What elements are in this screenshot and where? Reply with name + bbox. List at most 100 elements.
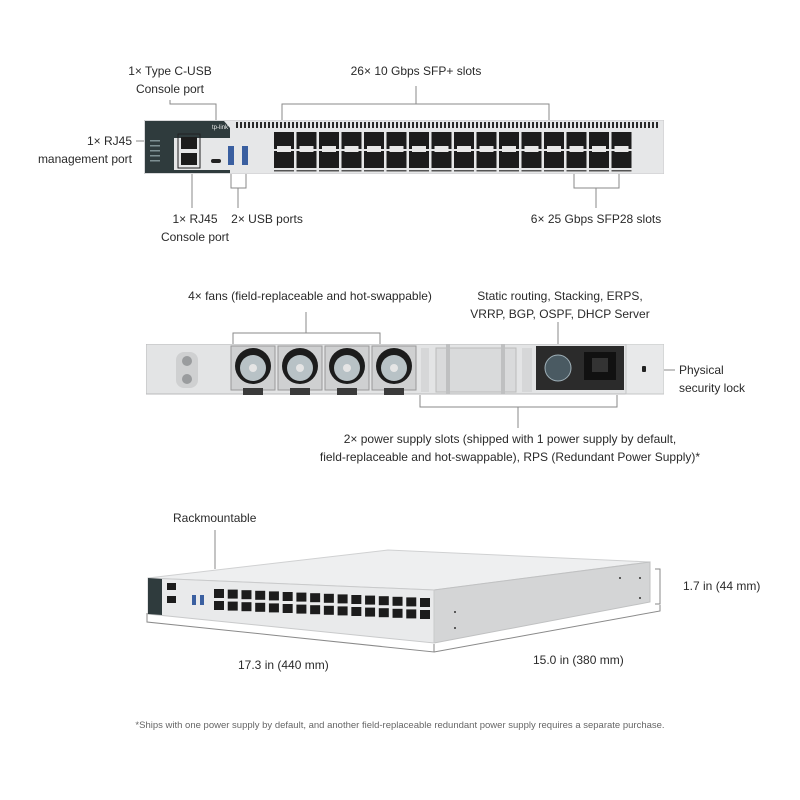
- sfp-port: [296, 592, 307, 602]
- vent-slot: [456, 122, 458, 128]
- fan-handle: [337, 388, 357, 395]
- label-line: 2× power supply slots (shipped with 1 po…: [343, 432, 677, 446]
- sfp-port: [589, 151, 609, 168]
- label-type-c-console: 1× Type C-USB Console port: [110, 62, 230, 98]
- vent-slot: [520, 122, 522, 128]
- fan-hub: [249, 364, 257, 372]
- label-line: Physical: [679, 363, 724, 377]
- label-rackmountable: Rackmountable: [173, 511, 257, 525]
- sfp-port: [227, 589, 238, 599]
- fan-handle: [290, 388, 310, 395]
- sfp-port: [337, 594, 348, 604]
- label-line: 1× Type C-USB: [128, 64, 212, 78]
- sfp-port: [214, 589, 224, 598]
- fan-handle: [243, 388, 263, 395]
- sfp-port: [241, 602, 252, 612]
- label-line: management port: [37, 152, 132, 166]
- vent-slot: [576, 122, 578, 128]
- front-panel: tp-link: [144, 120, 664, 174]
- label-security-lock: Physical security lock: [679, 361, 789, 397]
- sfp-latch: [457, 146, 471, 152]
- vent-slot: [276, 122, 278, 128]
- vent-slot: [612, 122, 614, 128]
- sfp-port: [499, 151, 519, 168]
- sfp-port: [431, 151, 452, 168]
- sfp-led-strip: [431, 170, 452, 172]
- rj45-console-port: [181, 153, 197, 165]
- vent-slot: [484, 122, 486, 128]
- label-rj45-console: 1× RJ45 Console port: [150, 210, 240, 246]
- sfp-port: [282, 592, 293, 601]
- vent-slot: [624, 122, 626, 128]
- vent-slot: [336, 122, 338, 128]
- security-lock-slot: [642, 366, 646, 372]
- sfp-port: [255, 602, 266, 612]
- sfp-port: [566, 132, 587, 149]
- type-c-port: [211, 159, 221, 163]
- sfp-port: [319, 151, 339, 168]
- sfp-led-strip: [566, 170, 587, 172]
- rear-panel: [146, 344, 664, 395]
- sfp-led-strip: [341, 170, 362, 172]
- label-line: field-replaceable and hot-swappable), RP…: [319, 450, 701, 464]
- sfp-port: [454, 151, 474, 168]
- label-line: VRRP, BGP, OSPF, DHCP Server: [470, 307, 650, 321]
- fan-hub: [343, 364, 351, 372]
- vent-slot: [488, 122, 490, 128]
- label-line: Static routing, Stacking, ERPS,: [477, 289, 643, 303]
- sfp-led-strip: [521, 170, 542, 172]
- vent-slot: [264, 122, 266, 128]
- vent-slot: [564, 122, 566, 128]
- fan-hub: [296, 364, 304, 372]
- sfp-port: [544, 151, 564, 168]
- vent-slot: [312, 122, 314, 128]
- vent-slot: [332, 122, 334, 128]
- sfp-port: [392, 596, 403, 606]
- sfp-port: [392, 608, 403, 618]
- vent-slot: [588, 122, 590, 128]
- vent-slot: [656, 122, 658, 128]
- sfp-latch: [299, 146, 314, 152]
- sfp-latch: [367, 146, 381, 152]
- usb-port-2: [242, 146, 248, 165]
- vent-slot: [396, 122, 398, 128]
- status-leds: [150, 140, 160, 162]
- vent-slot: [360, 122, 362, 128]
- sfp-led-strip: [499, 170, 519, 172]
- sfp-latch: [547, 146, 561, 152]
- label-fans: 4× fans (field-replaceable and hot-swapp…: [188, 289, 432, 303]
- vent-slot: [316, 122, 318, 128]
- vent-slot: [524, 122, 526, 128]
- sfp-port: [341, 132, 362, 149]
- sfp-port: [476, 151, 497, 168]
- vent-slot: [536, 122, 538, 128]
- label-width: 17.3 in (440 mm): [238, 658, 329, 672]
- vent-slot: [372, 122, 374, 128]
- sfp-latch: [479, 146, 494, 152]
- vent-slot: [388, 122, 390, 128]
- sfp-port: [323, 605, 334, 615]
- vent-slot: [472, 122, 474, 128]
- sfp-led-strip: [296, 170, 317, 172]
- vent-slot: [352, 122, 354, 128]
- vent-slot: [240, 122, 242, 128]
- vent-slot: [376, 122, 378, 128]
- sfp-port: [351, 607, 362, 616]
- sfp-led-strip: [476, 170, 497, 172]
- vent-slot: [296, 122, 298, 128]
- label-height: 1.7 in (44 mm): [683, 579, 761, 593]
- ground-screws: [176, 352, 198, 388]
- vent-slot: [444, 122, 446, 128]
- vent-slot: [364, 122, 366, 128]
- sfp-led-strip: [364, 170, 384, 172]
- vent-slot: [404, 122, 406, 128]
- sfp-led-strip: [409, 170, 429, 172]
- screw-icon: [182, 374, 192, 384]
- vent-slot: [300, 122, 302, 128]
- vent-slot: [340, 122, 342, 128]
- sfp-latch: [524, 146, 539, 152]
- vent-slot: [324, 122, 326, 128]
- fan-hub: [390, 364, 398, 372]
- label-rj45-mgmt: 1× RJ45 management port: [20, 132, 132, 168]
- vent-slot: [356, 122, 358, 128]
